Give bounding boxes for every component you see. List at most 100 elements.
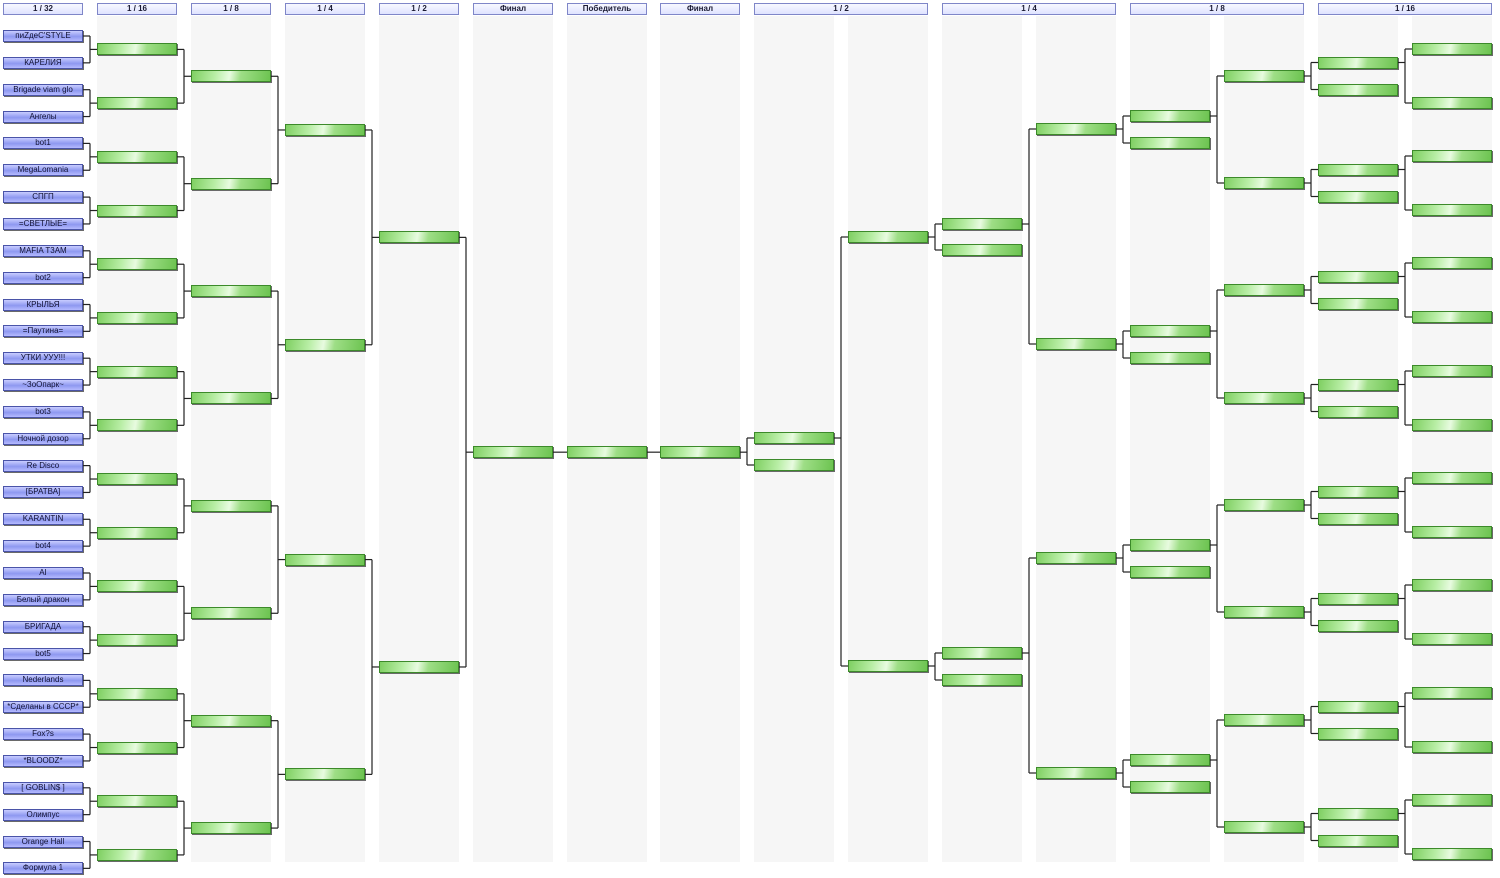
slot-right-r8-pair[interactable]: [1130, 137, 1210, 149]
slot-left-r16[interactable]: [97, 258, 177, 271]
team-slot[interactable]: Олимпус: [3, 808, 83, 821]
slot-right-r16[interactable]: [1412, 97, 1492, 109]
slot-left-r8[interactable]: [191, 714, 271, 727]
slot-left-r8[interactable]: [191, 70, 271, 83]
slot-left-r16[interactable]: [97, 419, 177, 432]
team-slot[interactable]: Nederlands: [3, 674, 83, 687]
slot-right-r8[interactable]: [1224, 714, 1304, 726]
slot-right-r8-pair[interactable]: [1130, 539, 1210, 551]
slot-right-r16-pair[interactable]: [1318, 512, 1398, 525]
slot-left-r8[interactable]: [191, 607, 271, 620]
slot-right-semifinal-pair[interactable]: [754, 432, 834, 444]
slot-right-r4-pair[interactable]: [942, 218, 1022, 230]
slot-left-r16[interactable]: [97, 526, 177, 539]
slot-right-r8[interactable]: [1224, 821, 1304, 833]
team-slot[interactable]: КРЫЛЬЯ: [3, 298, 83, 311]
slot-left-r8[interactable]: [191, 285, 271, 298]
team-slot[interactable]: Re Disco: [3, 459, 83, 472]
slot-right-r16-pair[interactable]: [1318, 485, 1398, 498]
slot-right-r16-pair[interactable]: [1318, 405, 1398, 418]
slot-right-r16-pair[interactable]: [1318, 83, 1398, 96]
slot-right-r16[interactable]: [1412, 419, 1492, 431]
team-slot[interactable]: AI: [3, 567, 83, 579]
slot-left-r16[interactable]: [97, 580, 177, 593]
slot-right-r8[interactable]: [1224, 392, 1304, 404]
team-slot[interactable]: KARANTIN: [3, 513, 83, 526]
slot-winner[interactable]: [567, 446, 647, 459]
team-slot[interactable]: *Сделаны в СССР*: [3, 701, 83, 714]
slot-right-r16-pair[interactable]: [1318, 190, 1398, 203]
team-slot[interactable]: bot5: [3, 647, 83, 660]
slot-right-r16-pair[interactable]: [1318, 378, 1398, 391]
team-slot[interactable]: БРИГАДА: [3, 620, 83, 633]
slot-right-r16[interactable]: [1412, 741, 1492, 753]
team-slot[interactable]: КАРЕЛИЯ: [3, 56, 83, 69]
slot-right-r8-pair[interactable]: [1130, 110, 1210, 122]
team-slot[interactable]: Fox?s: [3, 728, 83, 741]
slot-left-r16[interactable]: [97, 365, 177, 378]
slot-left-r4[interactable]: [285, 553, 365, 566]
team-slot[interactable]: Brigade viam glo: [3, 83, 83, 96]
slot-right-r8-pair[interactable]: [1130, 754, 1210, 766]
slot-left-r8[interactable]: [191, 499, 271, 512]
slot-left-r16[interactable]: [97, 741, 177, 754]
team-slot[interactable]: УТКИ УУУ!!!: [3, 352, 83, 365]
slot-right-final[interactable]: [660, 446, 740, 459]
slot-right-r4-pair[interactable]: [942, 674, 1022, 686]
slot-right-r8-pair[interactable]: [1130, 781, 1210, 793]
team-slot[interactable]: Формула 1: [3, 862, 83, 875]
slot-right-r16[interactable]: [1412, 365, 1492, 377]
slot-right-r16-pair[interactable]: [1318, 727, 1398, 740]
slot-left-r16[interactable]: [97, 634, 177, 647]
slot-right-r16[interactable]: [1412, 472, 1492, 484]
slot-right-r16[interactable]: [1412, 43, 1492, 55]
slot-left-r16[interactable]: [97, 43, 177, 56]
slot-right-r16[interactable]: [1412, 311, 1492, 323]
slot-left-r4[interactable]: [285, 768, 365, 781]
slot-right-r8[interactable]: [1224, 177, 1304, 189]
team-slot[interactable]: Белый дракон: [3, 593, 83, 606]
slot-right-r16-pair[interactable]: [1318, 834, 1398, 847]
team-slot[interactable]: *BLOODZ*: [3, 754, 83, 767]
slot-right-r8[interactable]: [1224, 606, 1304, 618]
slot-right-r16-pair[interactable]: [1318, 56, 1398, 69]
slot-left-r4[interactable]: [285, 338, 365, 351]
team-slot[interactable]: =СВЕТЛЫЕ=: [3, 217, 83, 230]
slot-left-semifinal[interactable]: [379, 231, 459, 244]
slot-right-r16-pair[interactable]: [1318, 270, 1398, 283]
slot-right-r16[interactable]: [1412, 150, 1492, 162]
slot-right-r16[interactable]: [1412, 204, 1492, 216]
slot-right-r16[interactable]: [1412, 257, 1492, 269]
team-slot[interactable]: MegaLomania: [3, 164, 83, 177]
slot-right-r16-pair[interactable]: [1318, 297, 1398, 310]
slot-left-r16[interactable]: [97, 687, 177, 700]
team-slot[interactable]: =Паутина=: [3, 325, 83, 338]
team-slot[interactable]: bot2: [3, 271, 83, 284]
slot-left-r16[interactable]: [97, 473, 177, 486]
slot-right-r16-pair[interactable]: [1318, 592, 1398, 605]
slot-right-r8-pair[interactable]: [1130, 325, 1210, 337]
slot-right-r4[interactable]: [1036, 767, 1116, 779]
slot-right-r16-pair[interactable]: [1318, 700, 1398, 713]
team-slot[interactable]: MAFIA T3AM: [3, 244, 83, 257]
slot-right-r4[interactable]: [1036, 123, 1116, 135]
slot-right-semifinal[interactable]: [848, 660, 928, 672]
slot-right-r4[interactable]: [1036, 338, 1116, 350]
team-slot[interactable]: bot3: [3, 405, 83, 418]
slot-right-r8[interactable]: [1224, 499, 1304, 511]
team-slot[interactable]: bot1: [3, 137, 83, 150]
slot-right-r4[interactable]: [1036, 552, 1116, 564]
slot-right-r16[interactable]: [1412, 633, 1492, 645]
slot-left-r8[interactable]: [191, 392, 271, 405]
slot-right-r16[interactable]: [1412, 848, 1492, 860]
slot-right-r16[interactable]: [1412, 687, 1492, 699]
slot-right-semifinal[interactable]: [848, 231, 928, 243]
slot-right-r8[interactable]: [1224, 284, 1304, 296]
team-slot[interactable]: Ночной дозор: [3, 432, 83, 445]
slot-right-r8-pair[interactable]: [1130, 566, 1210, 578]
slot-right-r16[interactable]: [1412, 794, 1492, 806]
slot-right-r4-pair[interactable]: [942, 244, 1022, 256]
slot-left-r16[interactable]: [97, 311, 177, 324]
slot-left-r16[interactable]: [97, 97, 177, 110]
slot-right-r16-pair[interactable]: [1318, 619, 1398, 632]
